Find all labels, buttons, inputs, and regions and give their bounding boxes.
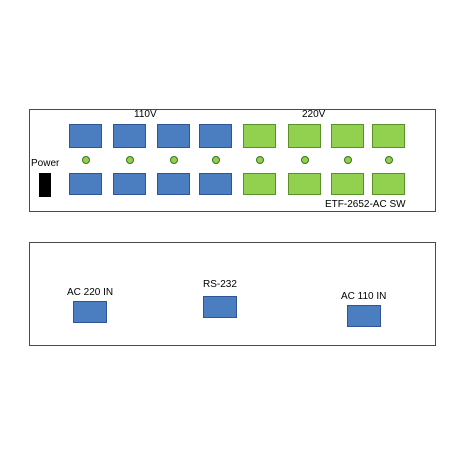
label-220v: 220V xyxy=(302,109,326,120)
ac110-input-port[interactable] xyxy=(347,305,381,327)
outlet-110v-top-3[interactable] xyxy=(157,124,190,148)
indicator-led-5 xyxy=(256,156,264,164)
model-label: ETF-2652-AC SW xyxy=(325,199,406,210)
rear-panel xyxy=(29,242,436,346)
indicator-led-8 xyxy=(385,156,393,164)
outlet-110v-bottom-1[interactable] xyxy=(69,173,102,195)
outlet-110v-top-1[interactable] xyxy=(69,124,102,148)
outlet-110v-top-2[interactable] xyxy=(113,124,146,148)
outlet-220v-top-6[interactable] xyxy=(288,124,321,148)
rs232-label: RS-232 xyxy=(203,279,237,290)
indicator-led-4 xyxy=(212,156,220,164)
outlet-110v-top-4[interactable] xyxy=(199,124,232,148)
label-110v: 110V xyxy=(134,109,157,120)
power-label: Power xyxy=(31,158,60,169)
rs232-port[interactable] xyxy=(203,296,237,318)
power-switch[interactable] xyxy=(39,173,51,197)
indicator-led-6 xyxy=(301,156,309,164)
outlet-110v-bottom-3[interactable] xyxy=(157,173,190,195)
outlet-220v-top-5[interactable] xyxy=(243,124,276,148)
outlet-220v-bottom-5[interactable] xyxy=(243,173,276,195)
ac220-input-port[interactable] xyxy=(73,301,107,323)
ac110-label: AC 110 IN xyxy=(341,291,387,302)
indicator-led-3 xyxy=(170,156,178,164)
outlet-220v-top-7[interactable] xyxy=(331,124,364,148)
indicator-led-2 xyxy=(126,156,134,164)
ac220-label: AC 220 IN xyxy=(67,287,114,298)
outlet-220v-bottom-6[interactable] xyxy=(288,173,321,195)
outlet-110v-bottom-4[interactable] xyxy=(199,173,232,195)
outlet-220v-bottom-7[interactable] xyxy=(331,173,364,195)
indicator-led-7 xyxy=(344,156,352,164)
outlet-220v-top-8[interactable] xyxy=(372,124,405,148)
outlet-110v-bottom-2[interactable] xyxy=(113,173,146,195)
indicator-led-1 xyxy=(82,156,90,164)
outlet-220v-bottom-8[interactable] xyxy=(372,173,405,195)
